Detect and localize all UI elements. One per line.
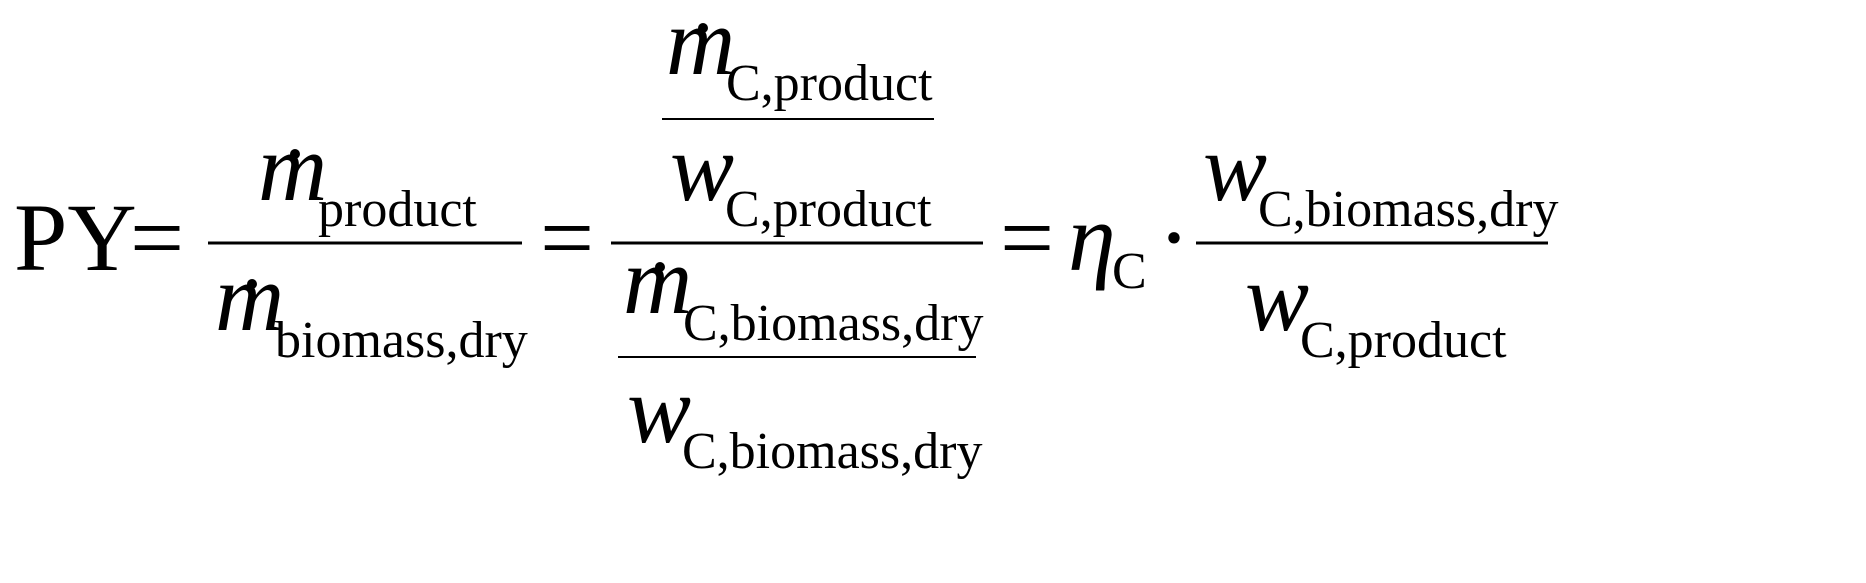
- dot-accent: [655, 262, 665, 272]
- dot-accent: [247, 279, 257, 289]
- mdot-symbol: m: [215, 244, 284, 351]
- subscript-c: C: [1112, 243, 1147, 300]
- equals-sign-3: =: [1000, 184, 1054, 291]
- mdot-symbol: m: [623, 227, 692, 334]
- subscript-c-biomass-dry: C,biomass,dry: [1258, 181, 1558, 238]
- subscript-c-biomass-dry: C,biomass,dry: [683, 295, 983, 352]
- equals-sign-1: =: [130, 184, 184, 291]
- eta-symbol: η: [1068, 184, 1116, 291]
- subscript-c-product: C,product: [725, 181, 932, 238]
- mdot-symbol: m: [258, 114, 327, 221]
- w-symbol: w: [1203, 114, 1267, 221]
- w-symbol: w: [627, 356, 691, 463]
- subscript-c-product: C,product: [1300, 312, 1507, 369]
- equals-sign-2: =: [540, 184, 594, 291]
- subscript-c-product: C,product: [726, 55, 933, 112]
- w-symbol: w: [1245, 244, 1309, 351]
- dot-accent: [290, 149, 300, 159]
- w-symbol: w: [670, 114, 734, 221]
- subscript-product: product: [318, 181, 477, 238]
- dot-accent: [698, 23, 708, 33]
- lhs-py: PY: [14, 184, 137, 291]
- multiplication-dot: ·: [1158, 184, 1190, 291]
- mdot-symbol: m: [666, 0, 735, 95]
- subscript-biomass-dry: biomass,dry: [275, 312, 528, 369]
- subscript-c-biomass-dry: C,biomass,dry: [682, 423, 982, 480]
